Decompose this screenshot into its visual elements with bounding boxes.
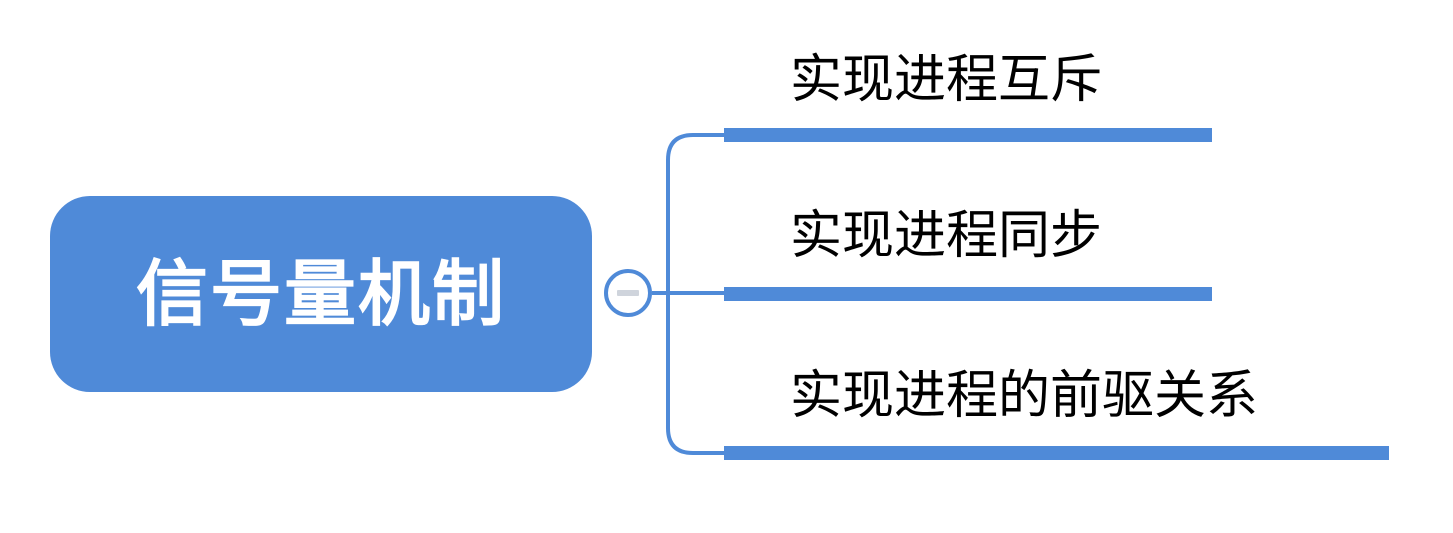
connector-branch-3 — [666, 293, 724, 455]
root-label: 信号量机制 — [135, 252, 506, 336]
branch-label-mutex[interactable]: 实现进程互斥 — [790, 50, 1103, 110]
branch-underline-mutex — [724, 128, 1212, 142]
root-node[interactable]: 信号量机制 — [50, 196, 592, 392]
branch-underline-precedence — [724, 446, 1389, 460]
collapse-toggle-button[interactable] — [604, 269, 652, 317]
branch-underline-sync — [724, 287, 1212, 301]
branch-label-precedence[interactable]: 实现进程的前驱关系 — [790, 366, 1259, 426]
connector-branch-1 — [666, 133, 724, 293]
branch-label-sync[interactable]: 实现进程同步 — [790, 206, 1103, 266]
